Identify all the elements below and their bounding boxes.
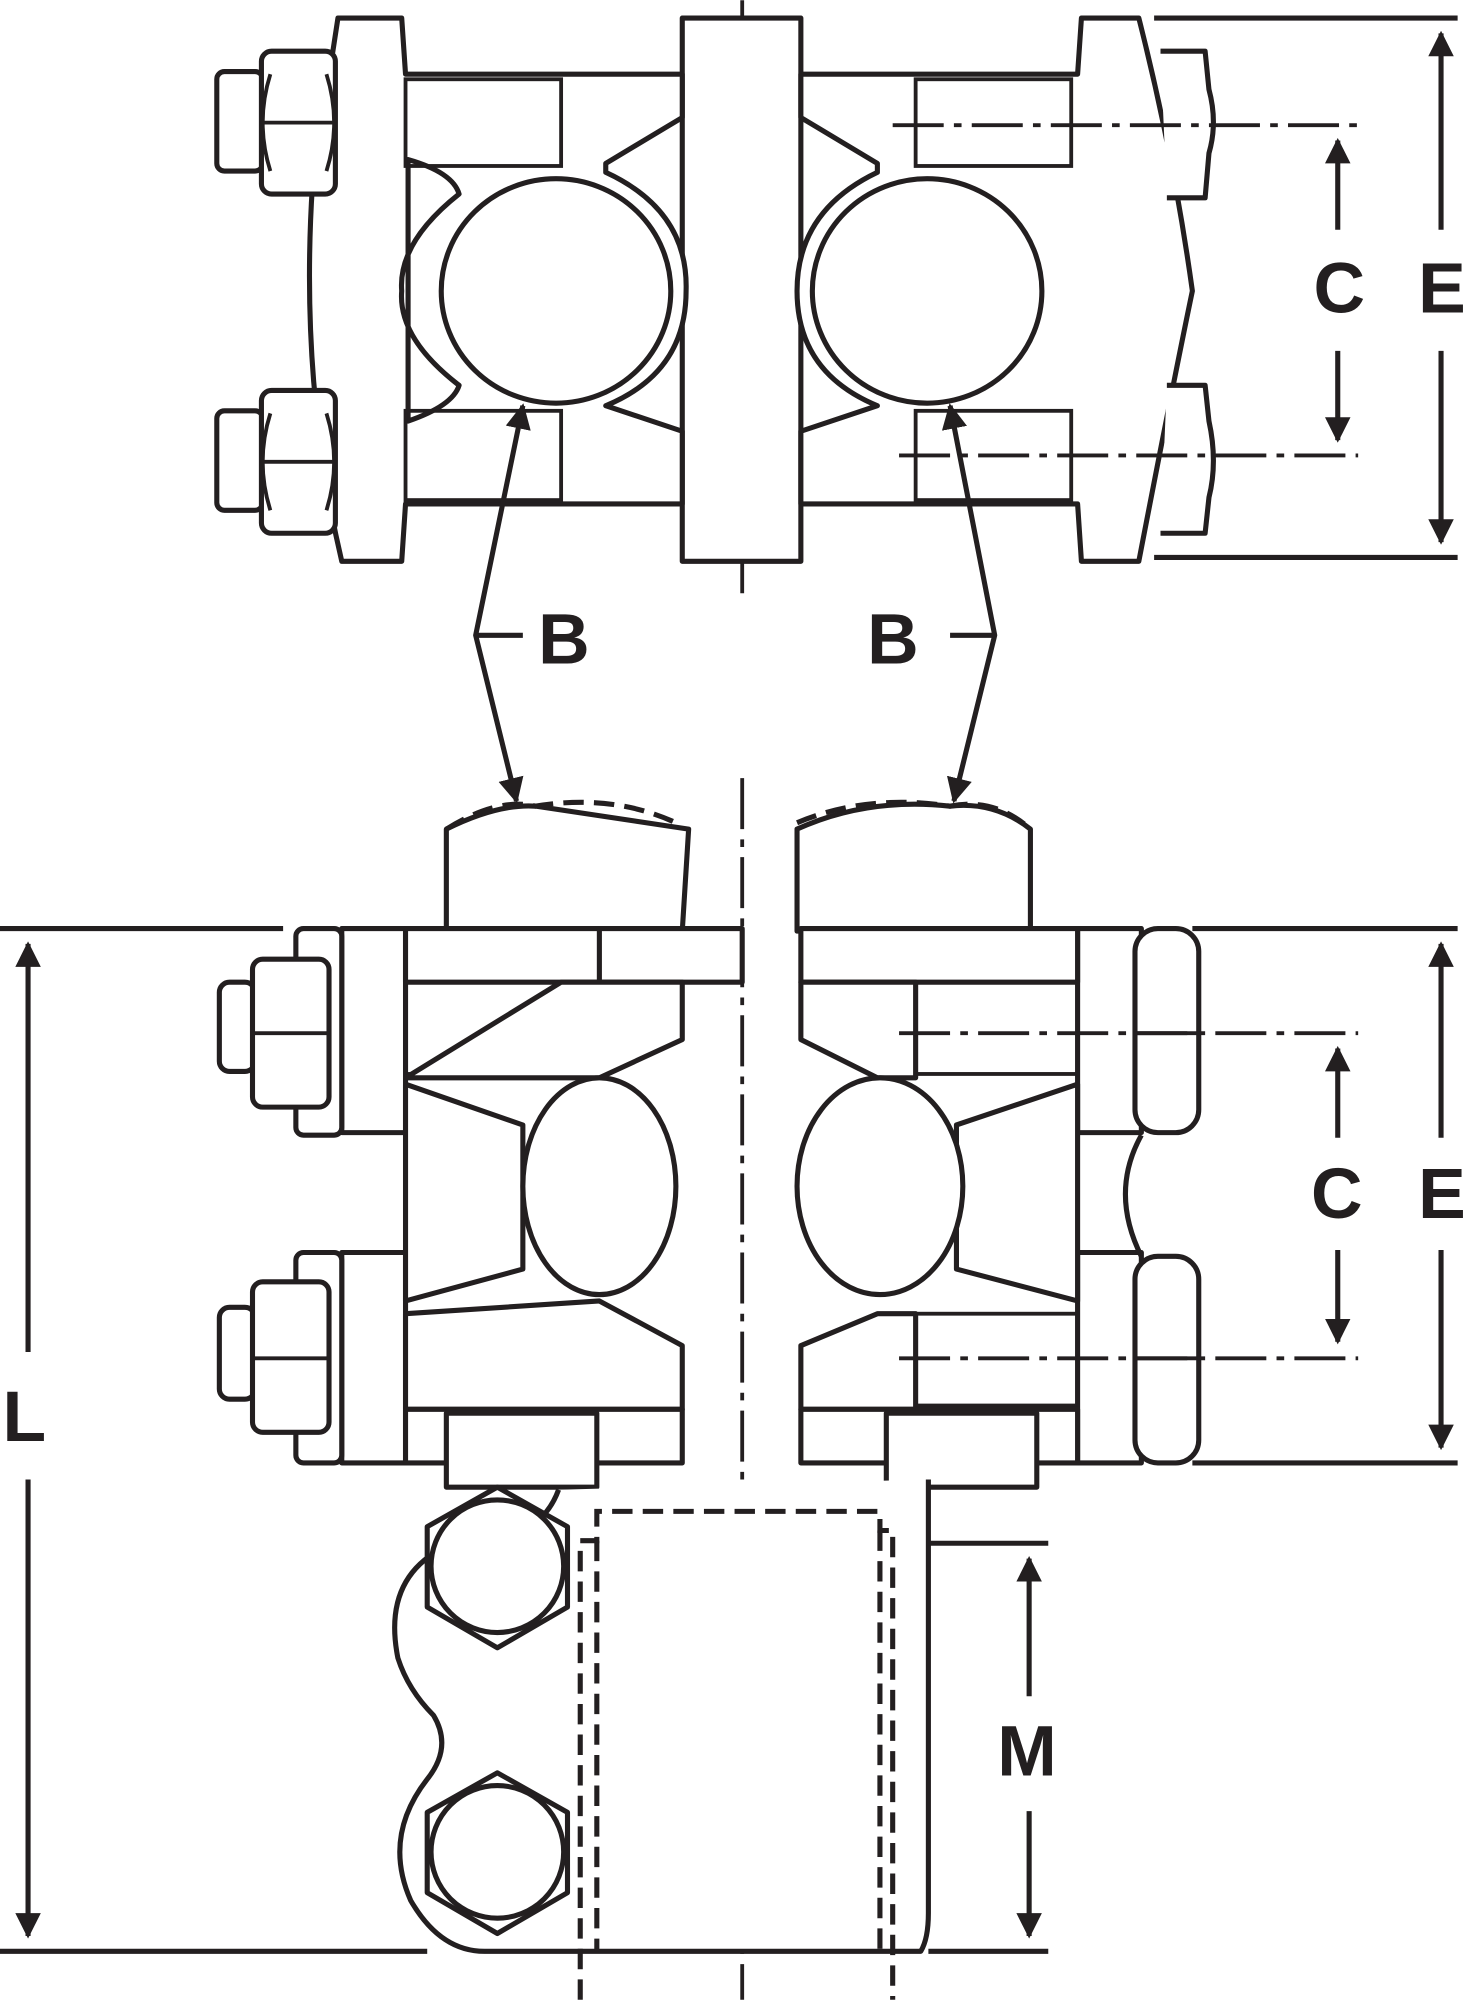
top-center-bar <box>679 15 804 564</box>
dimension-b-left-label: B <box>538 599 590 679</box>
top-left-conductor <box>438 176 674 406</box>
top-left-nuts <box>214 48 338 536</box>
top-dimension-c-label: C <box>1314 249 1366 329</box>
top-right-conductor <box>809 176 1045 406</box>
top-right-nuts <box>1160 48 1216 536</box>
top-dimension-e-label: E <box>1418 249 1464 329</box>
bottom-left-nuts <box>216 926 345 1466</box>
top-view: C E <box>214 0 1464 594</box>
lug-holes <box>424 1484 571 1937</box>
bottom-right-conductor-top <box>794 801 1033 934</box>
dimension-m-label: M <box>997 1711 1056 1791</box>
dimension-b: B B <box>473 403 998 804</box>
dimension-b-right-label: B <box>867 599 919 679</box>
bottom-dimension-e-label: E <box>1418 1154 1464 1234</box>
bottom-dimension-c-label: C <box>1311 1154 1363 1234</box>
bottom-view: C E L M <box>0 778 1464 2000</box>
dimension-l-label: L <box>3 1377 47 1457</box>
bottom-left-conductor-top <box>443 803 692 934</box>
top-left-jaw <box>398 157 462 424</box>
bottom-right-nuts <box>1122 926 1202 1466</box>
